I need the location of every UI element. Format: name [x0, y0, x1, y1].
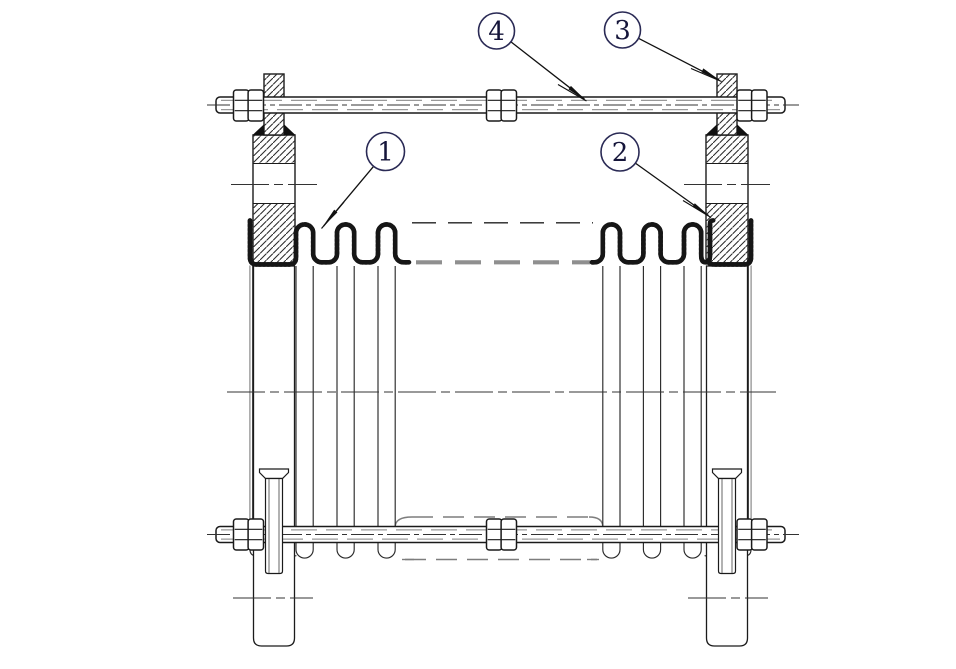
hex-nuts-top-center: [485, 89, 518, 122]
hidden-line-corner-left: [394, 516, 413, 528]
callout-2-label: 2: [612, 138, 629, 168]
callout-4-label: 4: [488, 17, 505, 47]
break-lines: [394, 222, 604, 561]
bellows-convolutions: [247, 220, 754, 267]
bellows-right-texture: [592, 220, 713, 262]
hex-nuts-top-left: [232, 89, 265, 122]
bellows-collar-silhouette: [249, 265, 752, 557]
callout-4-tie-rod: 4: [477, 12, 587, 102]
centerlines: [227, 183, 776, 599]
hex-nuts-top-right: [736, 89, 768, 122]
hex-nuts-bottom-left: [232, 518, 265, 551]
callout-3-label: 3: [614, 16, 631, 46]
convolution-silhouettes: [295, 266, 702, 559]
right-flange-outside-view: [705, 265, 749, 647]
callout-3-lug: 3: [603, 11, 722, 83]
callout-1-label: 1: [377, 138, 394, 168]
left-flange-outside-view: [252, 265, 296, 647]
callout-2-flange: 2: [600, 132, 712, 219]
hidden-line-corner-right: [588, 516, 604, 528]
callouts: 1 2 3 4: [321, 11, 722, 229]
callout-1-bellows: 1: [321, 131, 406, 229]
hex-nuts-bottom-right: [736, 518, 768, 551]
hex-nuts-bottom-center: [485, 518, 518, 551]
